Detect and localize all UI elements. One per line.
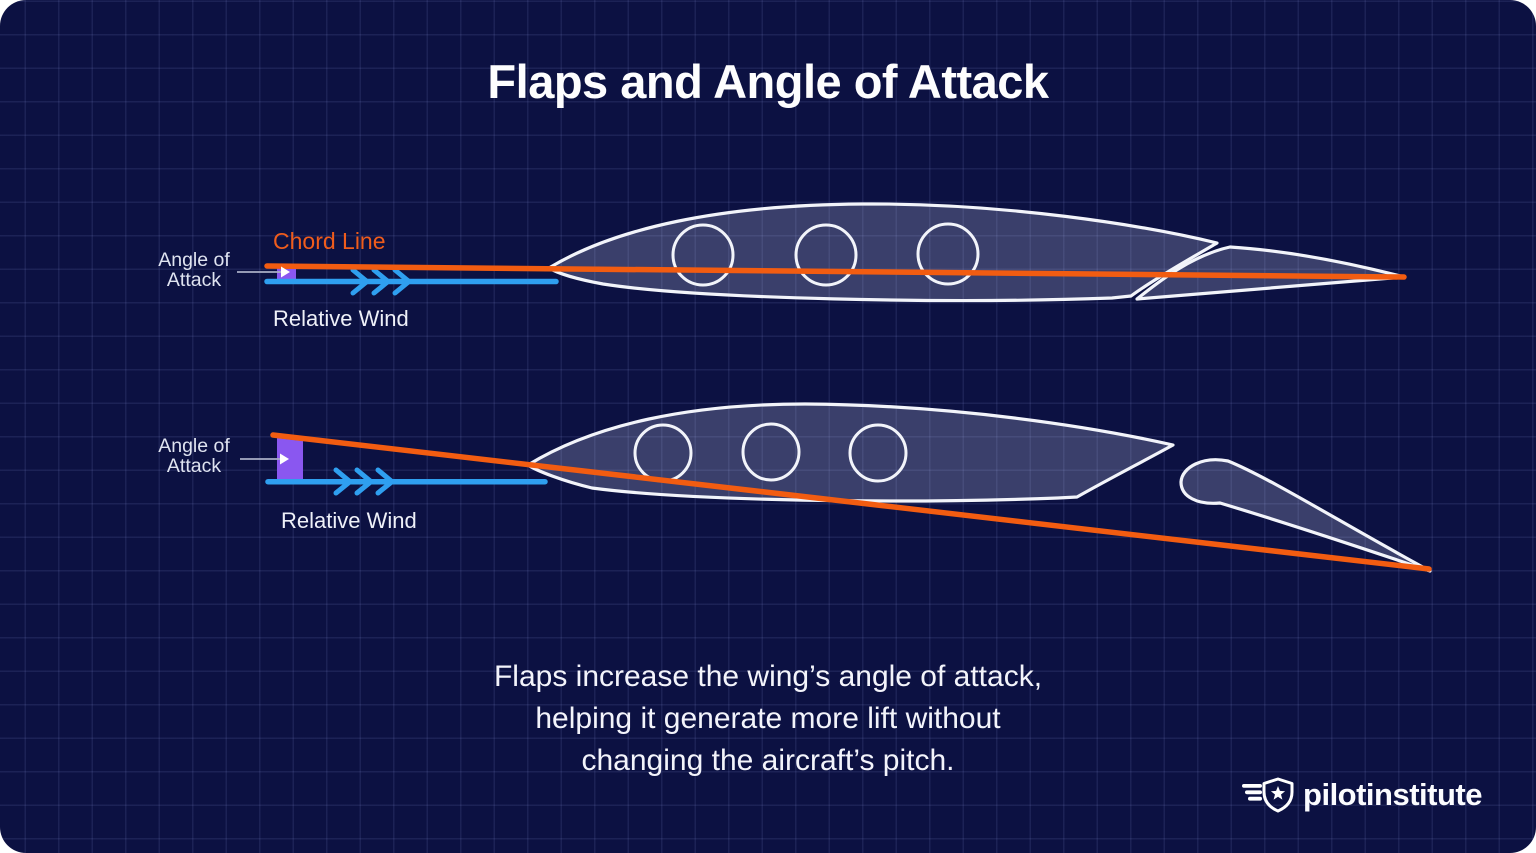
- bottom-chord-line: [270, 432, 1432, 572]
- chord-line-label: Chord Line: [273, 228, 386, 254]
- caption-text: Flaps increase the wing’s angle of attac…: [0, 656, 1536, 782]
- winged-shield-star-icon: [1242, 777, 1294, 813]
- top-angle-of-attack-label: Angle of Attack: [146, 250, 242, 290]
- top-wing-hole-1: [671, 223, 735, 287]
- airfoil-bottom-group: [240, 402, 1432, 573]
- logo-wordmark: pilotinstitute: [1303, 777, 1482, 812]
- bottom-relative-wind-label: Relative Wind: [281, 508, 417, 533]
- top-wing-hole-3: [916, 222, 980, 286]
- airfoil-top-group: [237, 202, 1407, 303]
- bottom-aoa-marker: [277, 438, 303, 482]
- bottom-flap-shape: [1179, 458, 1432, 573]
- caption-line-3: changing the aircraft’s pitch.: [581, 744, 955, 777]
- caption-line-2: helping it generate more lift without: [535, 702, 1001, 735]
- pilot-institute-logo: pilotinstitute: [1242, 777, 1482, 813]
- bottom-wing-hole-3: [848, 423, 908, 483]
- top-chord-line: [264, 263, 1407, 280]
- caption-line-1: Flaps increase the wing’s angle of attac…: [493, 660, 1043, 693]
- top-aoa-pointer-arrow-icon: [237, 266, 290, 278]
- top-relative-wind-arrow: [264, 267, 559, 296]
- bottom-wing-hole-2: [741, 422, 801, 482]
- bottom-aoa-pointer-arrow-icon: [240, 453, 289, 465]
- bottom-angle-of-attack-label: Angle of Attack: [146, 436, 242, 476]
- top-aoa-label-line2: Attack: [166, 269, 222, 291]
- page-title: Flaps and Angle of Attack: [487, 55, 1049, 108]
- top-wing-shape: [547, 202, 1219, 303]
- top-relative-wind-label: Relative Wind: [273, 306, 409, 331]
- bottom-relative-wind-arrow: [265, 467, 548, 496]
- top-aoa-label-line1: Angle of: [158, 249, 230, 271]
- bottom-aoa-label-line1: Angle of: [158, 435, 230, 457]
- bottom-aoa-label-line2: Attack: [166, 455, 222, 477]
- top-wing-hole-2: [794, 223, 858, 287]
